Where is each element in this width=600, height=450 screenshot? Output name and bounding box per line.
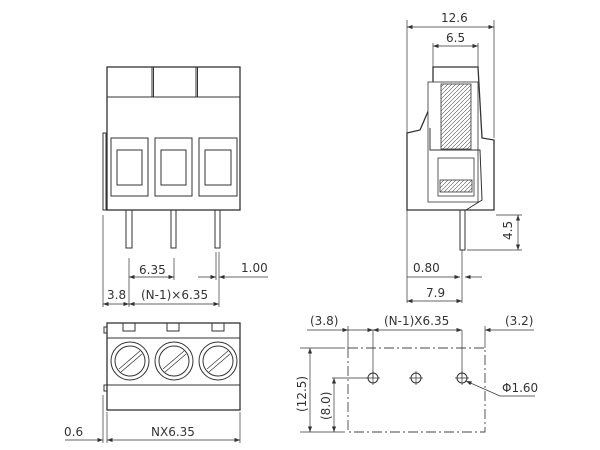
pin-thickness-label: 0.80: [413, 261, 440, 275]
opening-label: 6.5: [446, 31, 465, 45]
pin-position-label: 7.9: [426, 286, 445, 300]
pcb-footprint: (3.8) (N-1)X6.35 (3.2) (12.5) (8.0) Φ1.6…: [295, 314, 538, 433]
right-margin-label: (3.2): [505, 314, 533, 328]
pitch-label: 6.35: [139, 263, 166, 277]
side-section-view: 12.6 6.5 4.5 0.80 7.9: [406, 11, 522, 304]
edge-offset-label: 3.8: [107, 288, 126, 302]
pins: [125, 209, 221, 249]
hole-offset-label: (8.0): [319, 392, 333, 420]
top-view: 0.6 NX6.35: [64, 322, 241, 443]
left-margin-label: (3.8): [310, 314, 338, 328]
pin-length-label: 4.5: [501, 221, 515, 240]
wire-entry-windows: [110, 137, 238, 197]
depth-label: 12.6: [441, 11, 468, 25]
span-label: (N-1)×6.35: [141, 288, 208, 302]
footprint-span-label: (N-1)X6.35: [384, 314, 449, 328]
height-label: (12.5): [295, 376, 309, 412]
offset-label: 0.6: [64, 425, 83, 439]
front-view: 6.35 1.00 3.8 (N-1)×6.35: [102, 66, 268, 307]
pin-width-label: 1.00: [241, 261, 268, 275]
screw-heads: [110, 341, 238, 381]
hole-diameter-label: Φ1.60: [502, 381, 538, 395]
total-length-label: NX6.35: [151, 425, 195, 439]
mounting-holes: [366, 371, 469, 385]
